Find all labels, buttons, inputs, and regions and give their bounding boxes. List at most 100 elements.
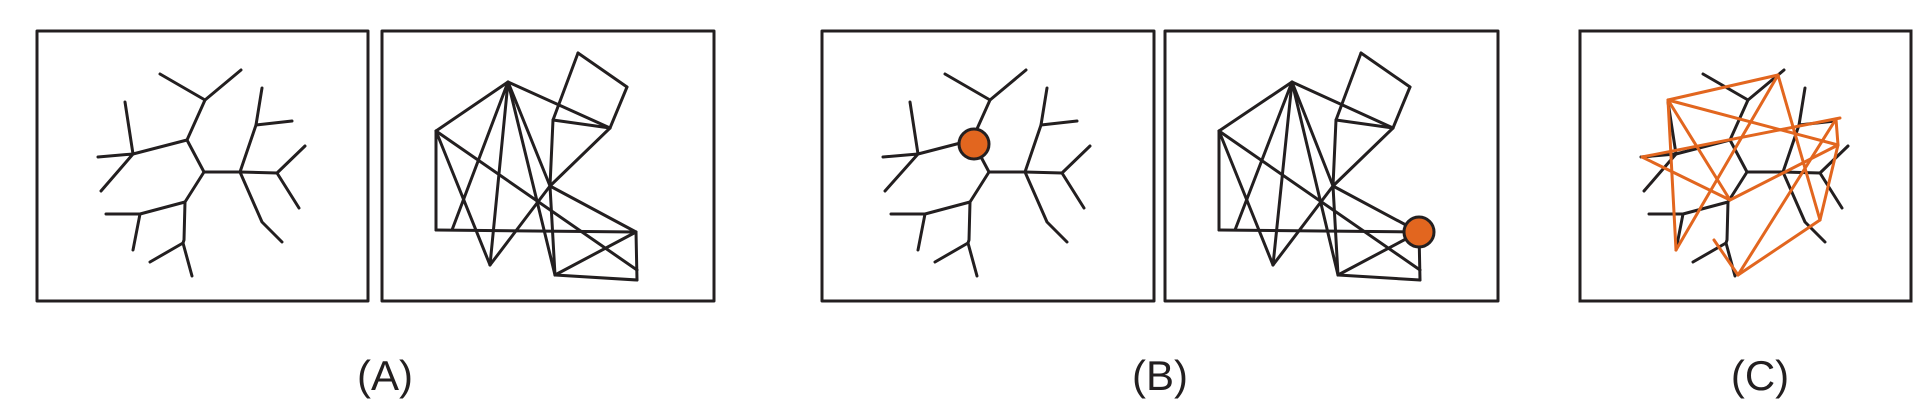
- panel-c-overlay-graph: [1640, 73, 1842, 277]
- graph-edge: [548, 184, 638, 234]
- tree-branch: [933, 241, 970, 264]
- overlay-edge: [1666, 73, 1780, 102]
- graph-edge: [1217, 129, 1275, 267]
- graph-edge: [551, 118, 612, 130]
- graph-edge: [1271, 184, 1335, 267]
- graph-edge: [1331, 126, 1395, 188]
- panel-a-tree-frame: [35, 29, 370, 303]
- tree-branch: [104, 200, 187, 216]
- tree-branch: [148, 241, 185, 264]
- tree-branch: [1781, 170, 1827, 244]
- tree-branch: [1060, 144, 1092, 175]
- graph-edge: [1336, 273, 1422, 282]
- tree-branch: [96, 152, 135, 193]
- overlay-edge: [1776, 73, 1822, 222]
- tree-branch: [158, 68, 243, 102]
- graph-edge: [1334, 51, 1363, 122]
- panel-a-tree: [35, 29, 370, 303]
- tree-branch: [966, 170, 991, 245]
- tree-branch: [131, 212, 142, 252]
- graph-edge: [551, 51, 580, 122]
- graph-edge: [1290, 80, 1335, 188]
- tree-branch: [1023, 170, 1069, 244]
- graph-edge: [434, 129, 492, 267]
- tree-branch: [966, 241, 979, 278]
- graph-edge: [488, 184, 552, 267]
- panel-b: [820, 29, 1500, 303]
- graph-edge: [1217, 129, 1422, 272]
- overlay-edge: [1736, 117, 1838, 277]
- overlay-edge: [1666, 98, 1732, 202]
- graph-edge: [1290, 80, 1340, 277]
- graph-edge: [450, 80, 510, 232]
- panel-a-label: (A): [357, 352, 413, 399]
- panel-b-graph-frame: [1163, 29, 1500, 303]
- panel-b-tree: [820, 29, 1156, 303]
- tree-branch: [181, 170, 206, 245]
- graph-edge: [553, 230, 638, 277]
- tree-branch: [943, 68, 1028, 102]
- tree-branch: [1023, 86, 1049, 174]
- panel-c-frame: [1578, 29, 1913, 303]
- panel-b-graph: [1163, 29, 1500, 303]
- panel-b-tree-frame: [820, 29, 1156, 303]
- panel-b-label: (B): [1132, 352, 1188, 399]
- graph-edge: [1217, 80, 1294, 133]
- tree-branch: [238, 170, 284, 244]
- overlay-edge: [1666, 98, 1840, 147]
- graph-edge: [434, 228, 638, 234]
- panel-c: [1578, 29, 1913, 303]
- tree-branch: [881, 152, 920, 193]
- highlighted-node: [957, 127, 991, 161]
- overlay-edge: [1736, 218, 1822, 277]
- overlay-edge: [1818, 143, 1840, 222]
- graph-edge: [1331, 184, 1340, 277]
- tree-branch: [123, 98, 207, 156]
- tree-branch: [181, 241, 194, 278]
- graph-edge: [1359, 51, 1412, 89]
- highlighted-node: [1402, 215, 1436, 249]
- tree-branch: [275, 171, 301, 210]
- panel-a-graph: [380, 29, 716, 303]
- graph-edge: [434, 80, 510, 133]
- overlay-edge: [1728, 143, 1840, 202]
- graph-edge: [1391, 85, 1412, 130]
- graph-edge: [553, 273, 639, 282]
- graph-edge: [576, 51, 629, 89]
- graph-edge: [1217, 228, 1421, 234]
- tree-branch: [916, 212, 927, 252]
- graph-edge: [608, 85, 629, 130]
- tree-branch: [1818, 171, 1844, 210]
- panel-a-graph-frame: [380, 29, 716, 303]
- tree-branch: [1060, 171, 1086, 210]
- graph-edge: [1331, 118, 1338, 188]
- graph-edge: [1233, 80, 1294, 232]
- graph-edge: [548, 126, 612, 188]
- graph-edge: [548, 118, 555, 188]
- tree-branch: [908, 98, 992, 156]
- panel-c-label: (C): [1730, 352, 1790, 399]
- tree-branch: [1724, 170, 1749, 245]
- panel-a: [35, 29, 716, 303]
- tree-branch: [185, 138, 279, 175]
- overlay-edge: [1712, 238, 1740, 277]
- tree-branch: [275, 144, 307, 175]
- overlay-edge: [1674, 73, 1780, 252]
- graph-edge: [548, 184, 557, 277]
- tree-branch: [1039, 119, 1079, 127]
- graph-edge: [506, 80, 552, 188]
- tree-branch: [1691, 241, 1728, 264]
- graph-edge: [634, 230, 639, 282]
- overlay-edge: [1834, 117, 1840, 147]
- graph-edge: [506, 80, 557, 277]
- graph-edge: [1334, 118, 1395, 130]
- tree-branch: [238, 86, 264, 174]
- overlay-edge: [1640, 116, 1842, 159]
- overlay-edge: [1666, 98, 1678, 252]
- graph-edge: [434, 129, 639, 272]
- tree-branch: [254, 119, 294, 127]
- overlay-edge: [1640, 155, 1732, 202]
- tree-branch: [1647, 200, 1730, 216]
- tree-branch: [889, 200, 972, 216]
